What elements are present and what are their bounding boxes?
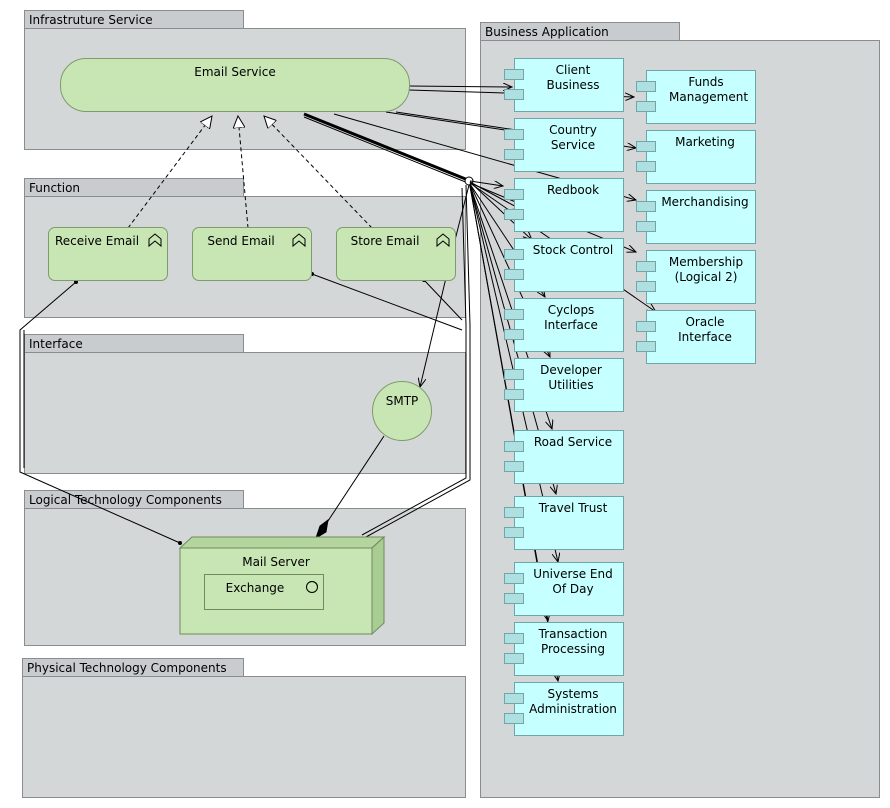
component-tab-icon [504,693,524,704]
component-tab-icon [504,713,524,724]
store-email-function[interactable]: Store Email [336,227,456,281]
store-link [422,278,463,321]
app-label: Country Service [549,123,597,152]
app-country-service[interactable]: Country Service [504,118,624,172]
app-membership-logical-2[interactable]: Membership (Logical 2) [636,250,756,304]
smtp-interface-node[interactable]: SMTP [372,381,432,441]
app-label: Cyclops Interface [544,303,598,332]
send-mailserver-link [310,272,463,331]
realization-receive [127,116,212,229]
component-tab-icon [636,101,656,112]
component-tab-icon [636,281,656,292]
business-app-group-tab: Business Application [480,22,680,41]
app-merchandising[interactable]: Merchandising [636,190,756,244]
component-tab-icon [504,633,524,644]
component-tab-icon [504,653,524,664]
component-tab-icon [504,269,524,280]
component-tab-icon [636,141,656,152]
component-tab-icon [504,129,524,140]
app-transaction-processing[interactable]: Transaction Processing [504,622,624,676]
app-travel-trust[interactable]: Travel Trust [504,496,624,550]
component-tab-icon [504,527,524,538]
app-client-business[interactable]: Client Business [504,58,624,112]
app-label: Merchandising [661,195,749,209]
app-label: Systems Administration [529,687,617,716]
component-tab-icon [636,221,656,232]
app-label: Travel Trust [538,501,608,515]
realization-store [264,116,373,229]
system-software-icon [306,581,318,593]
app-stock-control[interactable]: Stock Control [504,238,624,292]
app-systems-administration[interactable]: Systems Administration [504,682,624,736]
service-mailserver-double [365,184,471,538]
app-label: Redbook [546,183,600,197]
smtp-mailserver-link [325,435,385,525]
component-tab-icon [636,81,656,92]
email-service-node[interactable]: Email Service [60,58,410,112]
function-group-tab: Function [24,178,244,197]
component-tab-icon [504,507,524,518]
app-label: Universe End Of Day [533,567,613,596]
component-tab-icon [504,461,524,472]
component-tab-icon [504,441,524,452]
physical-tech-group-tab: Physical Technology Components [22,658,244,677]
function-chevron-icon [292,233,306,248]
app-marketing[interactable]: Marketing [636,130,756,184]
app-label: Membership (Logical 2) [668,255,744,284]
app-funds-management[interactable]: Funds Management [636,70,756,124]
app-label: Stock Control [532,243,614,257]
smtp-label: SMTP [385,394,419,408]
send-email-function[interactable]: Send Email [192,227,312,281]
send-email-label: Send Email [207,234,275,248]
store-email-label: Store Email [350,234,420,248]
component-tab-icon [636,261,656,272]
exchange-label: Exchange [225,581,285,595]
receive-email-function[interactable]: Receive Email [48,227,168,281]
app-label: Funds Management [669,75,749,104]
component-tab-icon [504,89,524,100]
component-tab-icon [504,69,524,80]
app-label: Client Business [546,63,600,92]
component-tab-icon [504,369,524,380]
component-tab-icon [636,161,656,172]
app-oracle-interface[interactable]: Oracle Interface [636,310,756,364]
exchange-component[interactable]: Exchange [204,574,324,610]
function-chevron-icon [148,233,162,248]
receive-mailserver-link [19,280,182,545]
hub-smtp-link [420,184,470,387]
app-universe-end-of-day[interactable]: Universe End Of Day [504,562,624,616]
email-service-label: Email Service [194,65,276,79]
component-tab-icon [504,149,524,160]
component-tab-icon [504,249,524,260]
component-tab-icon [504,329,524,340]
function-chevron-icon [436,233,450,248]
component-tab-icon [504,573,524,584]
component-tab-icon [504,209,524,220]
app-label: Oracle Interface [678,315,732,344]
component-tab-icon [636,201,656,212]
physical-tech-group[interactable] [22,676,466,798]
mail-server-label: Mail Server [242,555,310,569]
realization-send [238,116,249,229]
component-tab-icon [504,593,524,604]
component-tab-icon [504,309,524,320]
app-label: Transaction Processing [538,627,608,656]
app-developer-utilities[interactable]: Developer Utilities [504,358,624,412]
app-label: Marketing [675,135,735,149]
app-label: Road Service [533,435,613,449]
app-redbook[interactable]: Redbook [504,178,624,232]
component-tab-icon [504,389,524,400]
app-label: Developer Utilities [540,363,602,392]
receive-email-label: Receive Email [54,234,140,248]
component-tab-icon [504,189,524,200]
infrastructure-group-tab: Infrastruture Service [24,10,244,29]
app-cyclops-interface[interactable]: Cyclops Interface [504,298,624,352]
component-tab-icon [636,321,656,332]
app-road-service[interactable]: Road Service [504,430,624,484]
component-tab-icon [636,341,656,352]
